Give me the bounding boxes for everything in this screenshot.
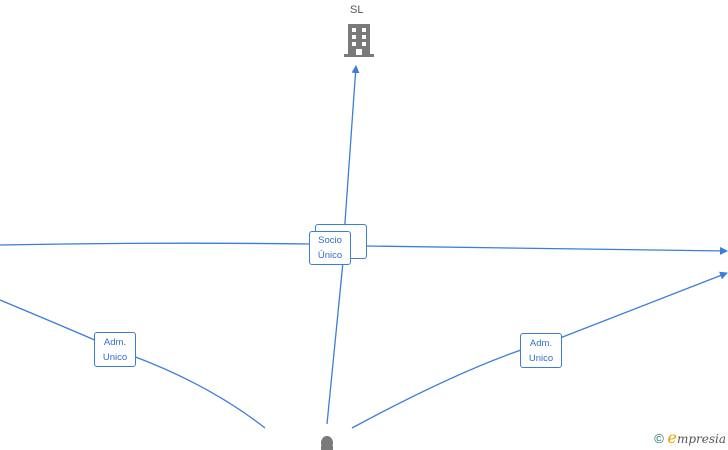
edge-label-adm-unico-right[interactable]: Adm. Unico [520, 333, 562, 368]
brand-name: mpresia [676, 432, 726, 446]
person-icon[interactable] [321, 436, 333, 450]
edge-label-adm-unico-left[interactable]: Adm. Unico [94, 332, 136, 367]
brand-initial: e [667, 428, 677, 447]
copyright-symbol: © [654, 431, 664, 446]
empresia-watermark: © empresia [654, 428, 726, 447]
edge-horizontal-left [0, 242, 313, 246]
company-label: SL [350, 4, 364, 16]
edge-person-right [351, 273, 727, 429]
edge-horizontal-right [365, 245, 728, 255]
edge-left-person [0, 299, 266, 429]
edge-label-socio-unico[interactable]: Socio Único [309, 231, 351, 265]
building-icon[interactable] [344, 24, 374, 57]
edge-person-to-center-label [326, 261, 344, 425]
